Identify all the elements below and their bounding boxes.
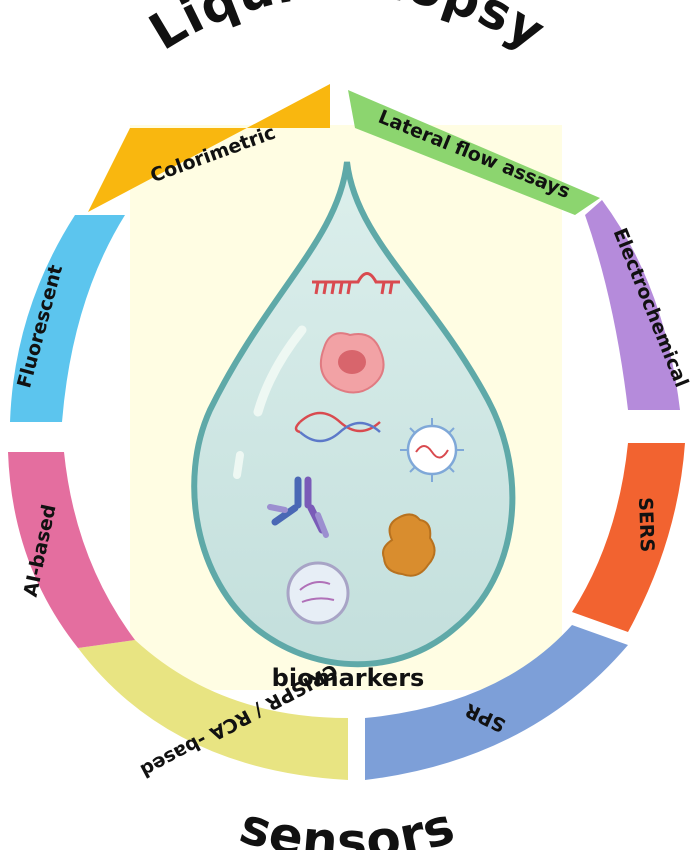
title-top: Liquid biopsy	[140, 0, 556, 61]
segment-ai-based	[8, 452, 135, 648]
droplet	[191, 161, 516, 668]
segment-fluorescent	[10, 215, 125, 422]
segment-crispr-rca	[78, 640, 348, 780]
segment-label: SERS	[634, 497, 658, 553]
dna-icon	[294, 411, 381, 443]
aptamer-icon	[312, 272, 400, 295]
segment-electrochemical	[585, 200, 680, 410]
biomarkers-label: biomarkers	[272, 664, 425, 692]
segment-colorimetric	[88, 84, 330, 212]
droplet-highlight	[253, 325, 307, 417]
title-bottom: sensors	[234, 796, 462, 850]
segment-lateral-flow-assays	[348, 90, 600, 215]
segment-spr	[365, 625, 628, 780]
virus-icon	[400, 418, 464, 482]
tumor-cell-icon	[320, 332, 385, 394]
protein-icon	[382, 513, 436, 577]
exosome-icon	[286, 561, 350, 625]
droplet-highlight	[233, 451, 244, 479]
antibody-icon	[267, 476, 329, 538]
segment-sers	[572, 443, 685, 632]
